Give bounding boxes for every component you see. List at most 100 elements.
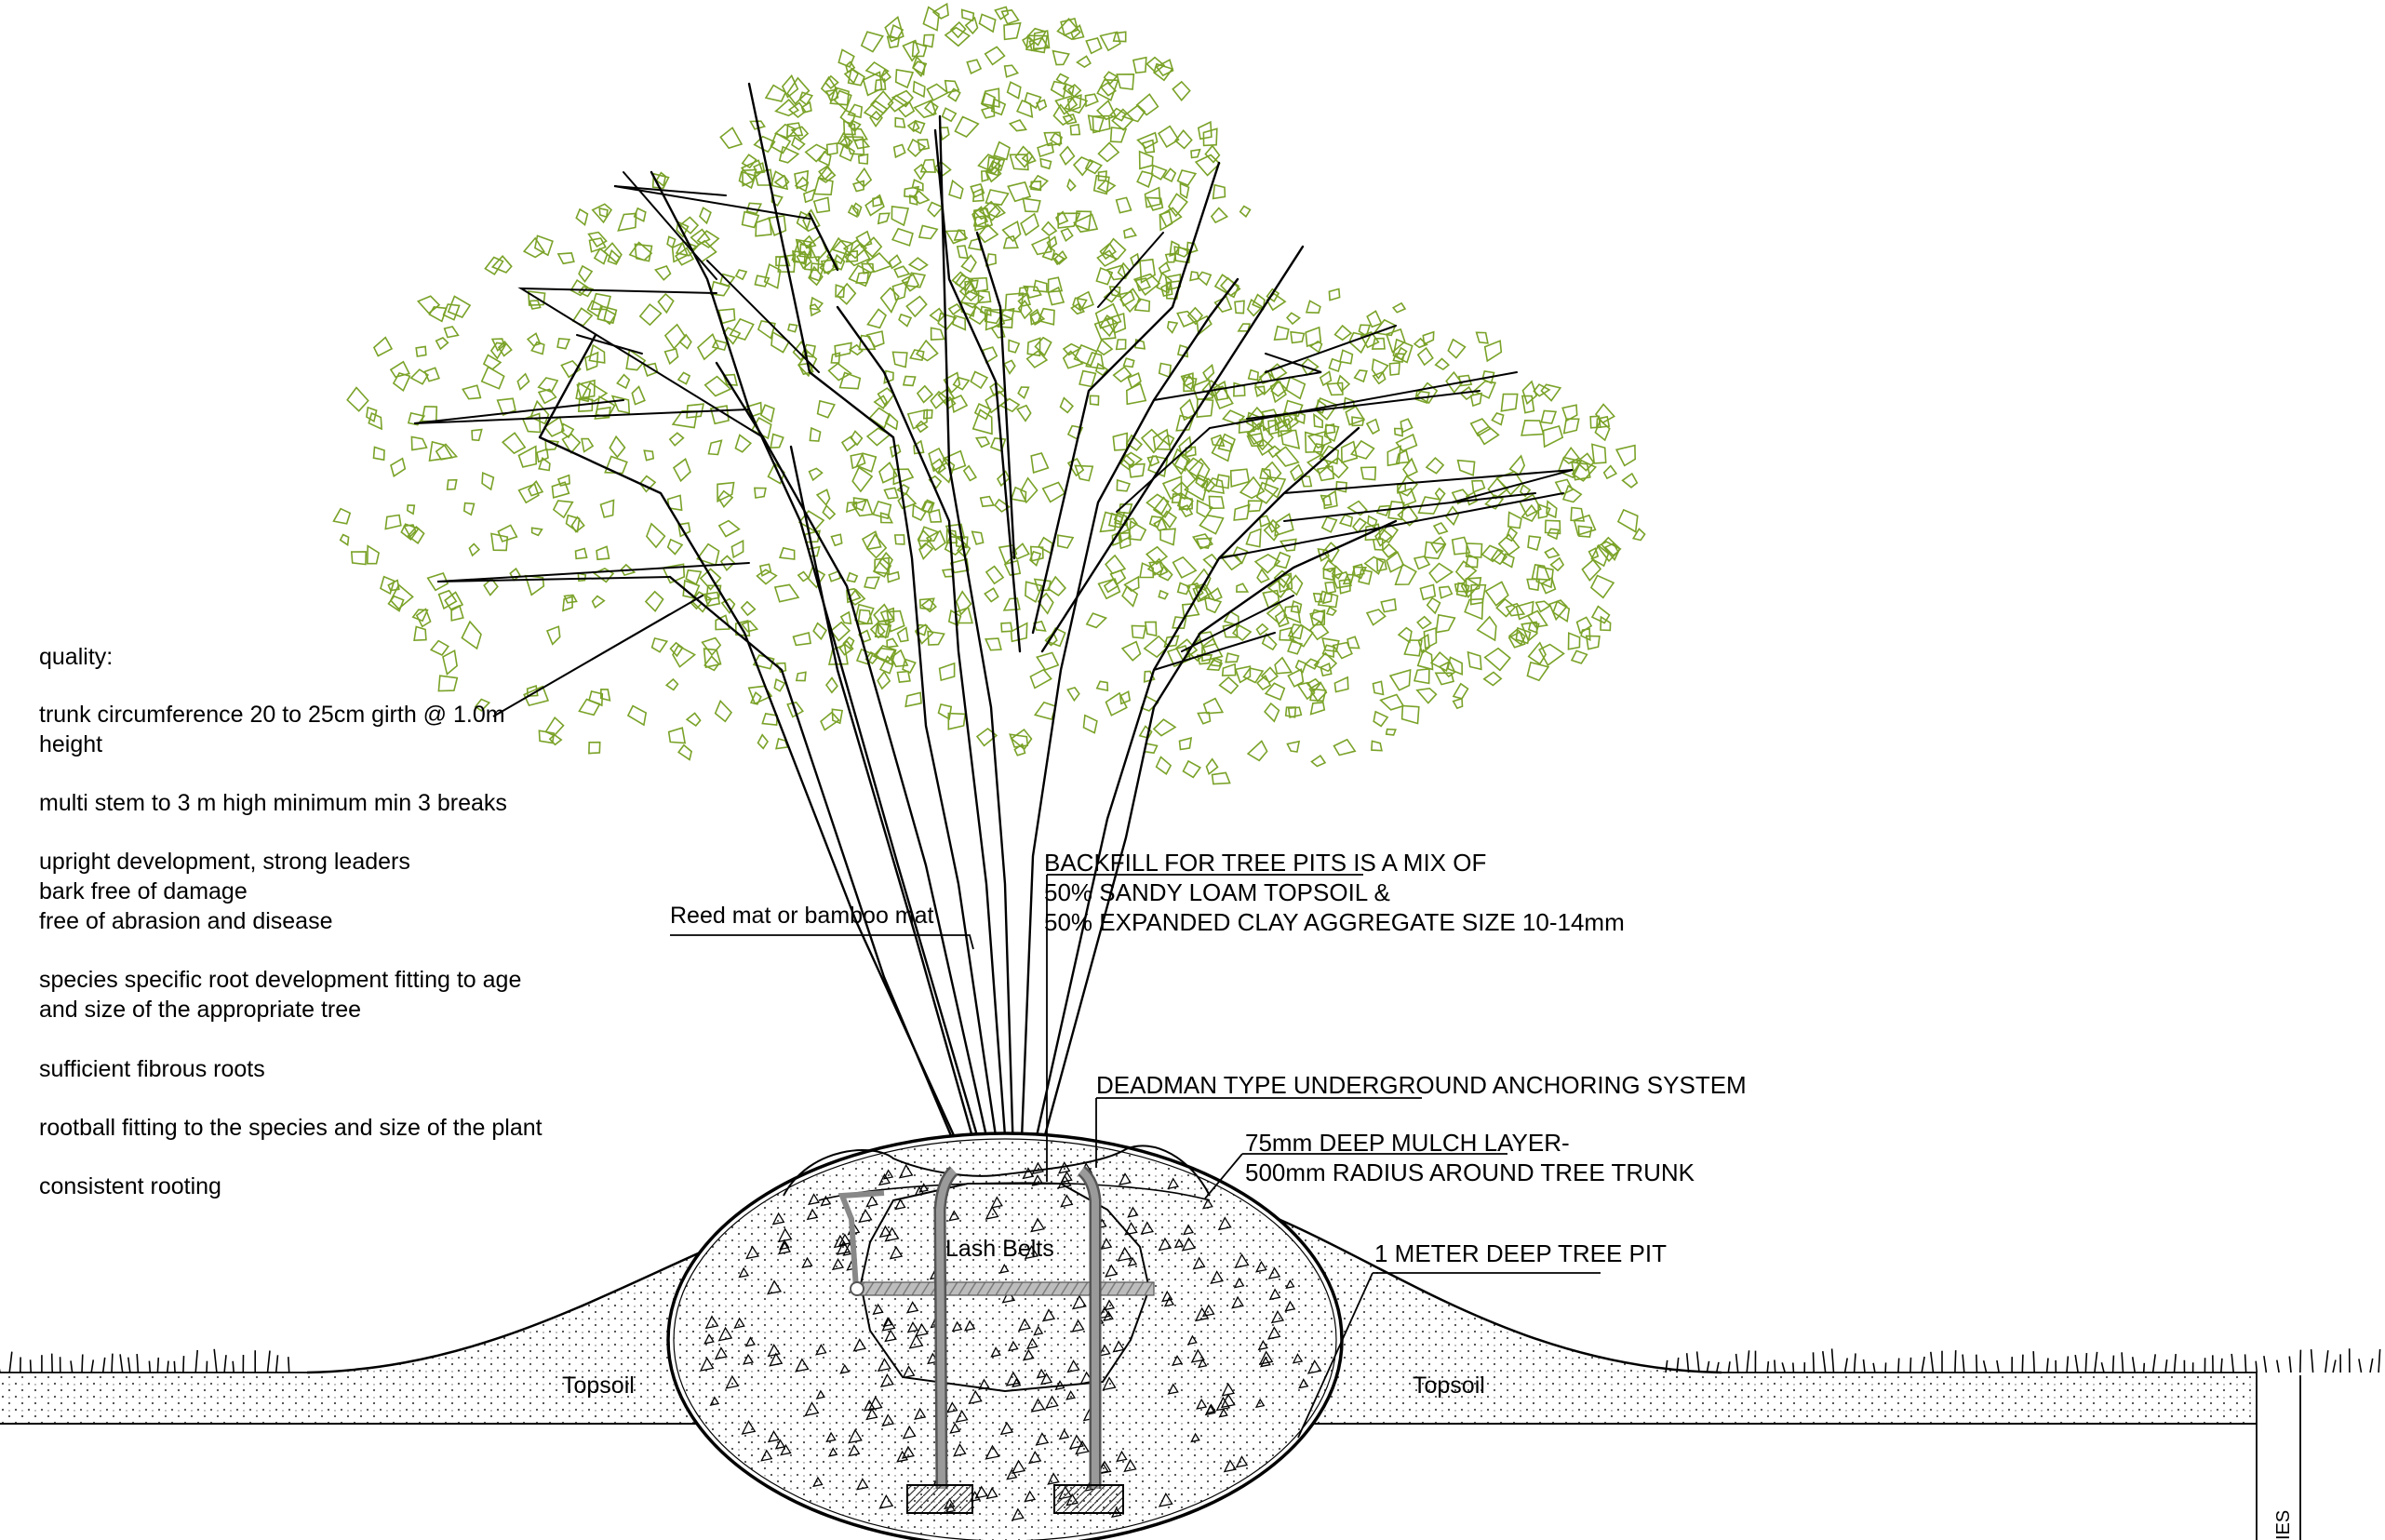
- aggregate-mark: [872, 1303, 884, 1316]
- leaf: [902, 39, 920, 62]
- aggregate-mark: [1117, 1246, 1132, 1262]
- aggregate-mark: [1060, 1194, 1074, 1208]
- leaf: [977, 223, 999, 244]
- leaf: [1253, 385, 1266, 398]
- leaf: [703, 375, 732, 397]
- leaf: [846, 587, 862, 604]
- aggregate-mark: [1127, 1206, 1139, 1218]
- leaf: [1519, 493, 1542, 517]
- edge-lines: [2256, 1373, 2301, 1540]
- grass-blade: [90, 1359, 95, 1373]
- leaf: [1093, 316, 1117, 341]
- leaf: [1023, 285, 1042, 299]
- leaf: [517, 483, 540, 504]
- leaf: [896, 670, 911, 683]
- leaf: [1328, 357, 1342, 373]
- leaf: [1116, 73, 1135, 90]
- leaf: [1215, 474, 1230, 489]
- leaf: [1367, 515, 1378, 529]
- leaf: [1309, 609, 1326, 626]
- leaf: [1205, 757, 1219, 776]
- leaf: [1160, 281, 1173, 297]
- leaf: [664, 677, 679, 691]
- leaf: [591, 595, 606, 609]
- leaf: [1413, 668, 1430, 685]
- grass-blade: [1781, 1362, 1786, 1373]
- leaf: [644, 590, 664, 612]
- leaf: [815, 489, 831, 506]
- quality-note: consistent rooting: [39, 1173, 221, 1199]
- leaf: [628, 241, 653, 261]
- leaf: [1491, 412, 1505, 426]
- leaf: [638, 475, 657, 493]
- leaf: [947, 609, 962, 626]
- leaf: [839, 610, 852, 625]
- leaf: [696, 332, 719, 361]
- anchor-stake-left-core: [935, 1168, 957, 1490]
- leaf: [851, 499, 874, 517]
- leaf: [1112, 31, 1127, 43]
- leaf: [891, 89, 914, 108]
- aggregate-mark: [766, 1279, 783, 1295]
- leaf: [415, 345, 427, 357]
- leaf: [1182, 374, 1195, 391]
- leaf: [1084, 158, 1103, 175]
- leaf: [565, 514, 581, 533]
- aggregate-mark: [780, 1443, 792, 1456]
- leaf: [757, 733, 769, 750]
- leaf: [1040, 221, 1058, 236]
- topsoil-left-label: Topsoil: [562, 1373, 635, 1399]
- leaf: [1290, 463, 1305, 482]
- leaf: [497, 341, 513, 357]
- leaf: [1132, 56, 1147, 74]
- leaf: [1144, 621, 1158, 637]
- deadman-label: DEADMAN TYPE UNDERGROUND ANCHORING SYSTE…: [1096, 1071, 1747, 1099]
- aggregate-mark: [1204, 1404, 1216, 1416]
- leaf: [1196, 397, 1214, 418]
- leaf: [497, 524, 518, 542]
- leaf: [642, 362, 659, 377]
- aggregate-mark: [1127, 1256, 1138, 1267]
- leaf: [1374, 528, 1393, 547]
- leaf: [860, 31, 884, 53]
- leaf: [556, 252, 575, 265]
- leaf: [1105, 554, 1127, 575]
- leaf: [1172, 556, 1198, 579]
- leaf: [1600, 615, 1612, 632]
- leaf: [1138, 725, 1153, 739]
- leaf: [481, 472, 495, 491]
- leaf: [1258, 370, 1273, 385]
- aggregate-mark: [1022, 1348, 1035, 1361]
- leaf: [773, 677, 786, 692]
- aggregate-mark: [709, 1396, 720, 1407]
- grass-blade: [1996, 1359, 2000, 1373]
- leaf: [825, 236, 849, 265]
- aggregate-mark: [1140, 1221, 1154, 1235]
- aggregate-mark: [999, 1421, 1014, 1436]
- aggregate-mark: [1123, 1458, 1137, 1473]
- leader-mulch: [1204, 1153, 1507, 1199]
- aggregate-mark: [1201, 1304, 1215, 1318]
- leaf: [1527, 535, 1542, 552]
- grass-blade: [2332, 1359, 2337, 1373]
- leaf: [868, 407, 891, 430]
- aggregate-mark: [863, 1399, 876, 1412]
- reed-mat-label: Reed mat or bamboo mat: [670, 903, 934, 929]
- leaf: [471, 428, 483, 442]
- leaf: [1255, 675, 1272, 691]
- leaf: [666, 538, 684, 556]
- branch: [975, 231, 1016, 560]
- leaf: [603, 242, 623, 264]
- grass-blade: [29, 1359, 32, 1373]
- leaf: [767, 462, 785, 485]
- aggregate-mark: [990, 1346, 1001, 1358]
- leaf: [1526, 661, 1550, 682]
- leader-reed-mat: [670, 934, 974, 950]
- twig: [1153, 353, 1322, 401]
- leaf: [650, 636, 669, 653]
- aggregate-mark: [856, 1478, 869, 1491]
- leaf: [740, 600, 757, 617]
- leaf: [1342, 573, 1355, 585]
- leaf: [707, 439, 723, 456]
- leaf: [741, 154, 757, 169]
